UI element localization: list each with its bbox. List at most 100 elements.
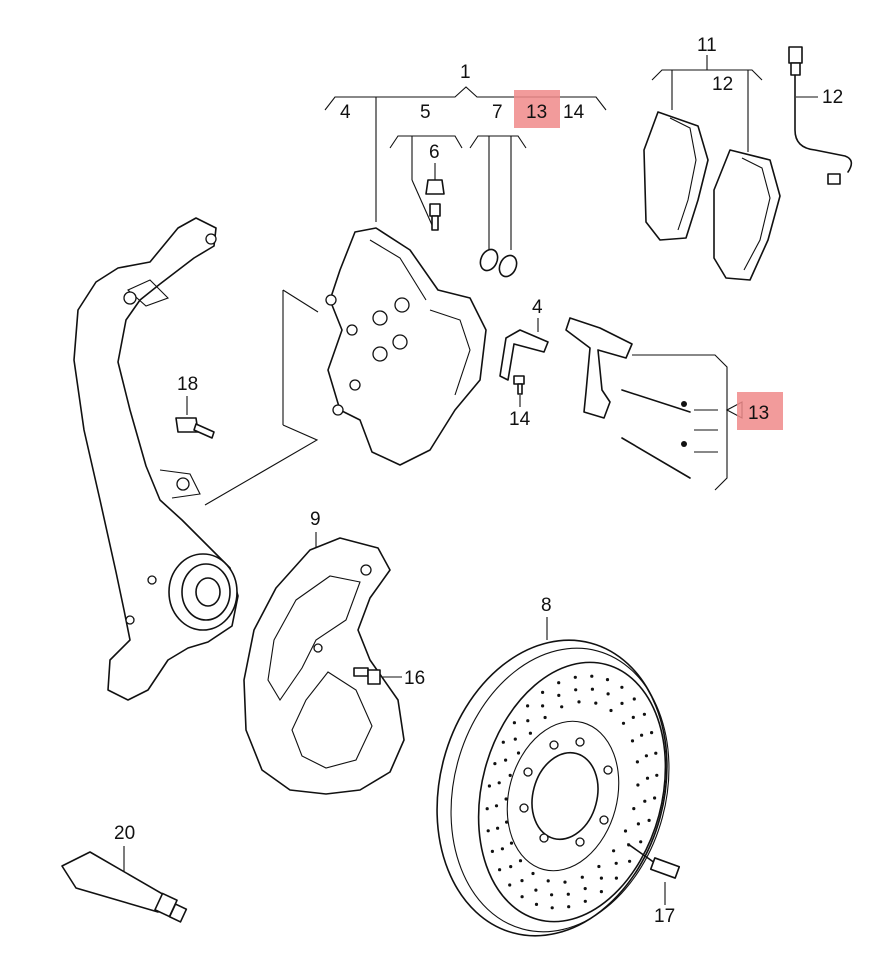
screw-part-16 — [353, 667, 381, 685]
disc-drill-hole — [531, 871, 535, 876]
disc-drill-hole — [509, 865, 513, 869]
disc-drill-hole — [534, 888, 538, 892]
callout-16[interactable]: 16 — [404, 668, 425, 689]
pad-retainer-spring-part-13 — [565, 317, 633, 419]
disc-drill-hole — [498, 868, 502, 872]
disc-drill-hole — [650, 731, 654, 735]
disc-drill-hole — [504, 797, 508, 801]
disc-drill-hole — [653, 796, 657, 800]
bleeder-screw-part-6 — [425, 179, 445, 231]
disc-drill-hole — [614, 876, 619, 880]
guide-pins-part-13 — [621, 389, 691, 479]
callout-17[interactable]: 17 — [654, 906, 675, 927]
disc-drill-hole — [654, 751, 658, 755]
disc-drill-hole — [590, 674, 594, 678]
disc-drill-hole — [508, 773, 512, 778]
o-rings-part-7 — [479, 248, 518, 278]
disc-drill-hole — [508, 883, 512, 887]
disc-drill-hole — [606, 692, 610, 696]
callout-1[interactable]: 1 — [460, 62, 471, 83]
disc-drill-hole — [574, 688, 578, 692]
disc-drill-hole — [621, 721, 626, 725]
disc-drill-hole — [509, 841, 514, 845]
disc-drill-hole — [583, 899, 587, 903]
disc-drill-hole — [640, 733, 644, 737]
callout-14-top[interactable]: 14 — [563, 102, 585, 123]
callout-4[interactable]: 4 — [340, 102, 351, 123]
disc-drill-hole — [520, 895, 524, 899]
disc-drill-hole — [614, 861, 618, 865]
disc-drill-hole — [623, 829, 628, 833]
disc-drill-hole — [647, 818, 651, 823]
disc-drill-hole — [490, 849, 494, 854]
callout-20[interactable]: 20 — [114, 823, 135, 844]
disc-drill-hole — [487, 784, 491, 788]
disc-drill-hole — [541, 690, 545, 695]
callout-13-right[interactable]: 13 — [748, 403, 769, 424]
callout-12-sensor[interactable]: 12 — [822, 87, 843, 108]
callout-13-top[interactable]: 13 — [526, 102, 547, 123]
disc-drill-hole — [644, 754, 649, 758]
disc-drill-hole — [636, 783, 640, 787]
disc-drill-hole — [526, 704, 530, 708]
disc-drill-hole — [485, 807, 489, 811]
callout-13-top-highlight[interactable] — [514, 90, 560, 128]
bolt-part-18 — [175, 417, 215, 439]
disc-drill-hole — [580, 875, 584, 879]
disc-drill-hole — [486, 829, 490, 833]
callout-18[interactable]: 18 — [177, 374, 198, 395]
disc-drill-hole — [557, 681, 561, 685]
disc-drill-hole — [557, 693, 561, 698]
disc-drill-hole — [550, 906, 554, 910]
steering-knuckle — [73, 217, 239, 701]
callout-14-bolt[interactable]: 14 — [509, 409, 531, 430]
disc-drill-hole — [620, 685, 624, 689]
disc-drill-hole — [504, 758, 508, 762]
callout-5[interactable]: 5 — [420, 102, 431, 123]
disc-drill-hole — [643, 799, 647, 803]
disc-drill-hole — [505, 820, 509, 824]
disc-drill-hole — [645, 776, 650, 780]
disc-drill-hole — [577, 700, 581, 704]
disc-drill-hole — [513, 737, 517, 741]
disc-drill-hole — [599, 890, 604, 894]
callout-11[interactable]: 11 — [697, 35, 717, 56]
spring-clip-part-4 — [499, 329, 549, 381]
disc-drill-hole — [630, 739, 635, 743]
disc-drill-hole — [501, 740, 505, 744]
callout-7[interactable]: 7 — [492, 102, 503, 123]
disc-drill-hole — [520, 879, 524, 883]
callout-4-bracket[interactable]: 4 — [532, 297, 543, 318]
disc-drill-hole — [636, 822, 641, 826]
callout-8[interactable]: 8 — [541, 595, 552, 616]
grease-tube-part-20 — [61, 851, 188, 923]
disc-drill-hole — [546, 879, 550, 883]
splash-shield-part-9 — [243, 537, 405, 795]
disc-drill-hole — [567, 905, 571, 909]
brake-pad-outer-part-12 — [713, 149, 781, 281]
disc-drill-hole — [550, 893, 554, 897]
disc-drill-hole — [631, 715, 635, 720]
disc-drill-hole — [497, 781, 501, 785]
disc-drill-hole — [609, 708, 613, 713]
disc-drill-hole — [496, 826, 500, 830]
disc-drill-hole — [639, 840, 643, 844]
disc-drill-hole — [500, 847, 504, 851]
callout-9[interactable]: 9 — [310, 509, 321, 530]
disc-drill-hole — [528, 731, 533, 735]
disc-drill-hole — [543, 715, 547, 720]
callout-6[interactable]: 6 — [429, 142, 440, 163]
caliper-part-1 — [325, 227, 487, 466]
disc-drill-hole — [518, 859, 523, 863]
bolt-part-14 — [513, 375, 525, 395]
callout-13-right-highlight[interactable] — [737, 392, 783, 430]
disc-drill-hole — [632, 807, 636, 811]
disc-drill-hole — [635, 760, 640, 764]
disc-drill-hole — [620, 701, 624, 706]
disc-drill-hole — [534, 902, 539, 907]
disc-drill-hole — [560, 705, 564, 709]
callout-12-pads[interactable]: 12 — [712, 74, 733, 95]
disc-drill-hole — [573, 675, 577, 679]
disc-drill-hole — [494, 804, 499, 808]
